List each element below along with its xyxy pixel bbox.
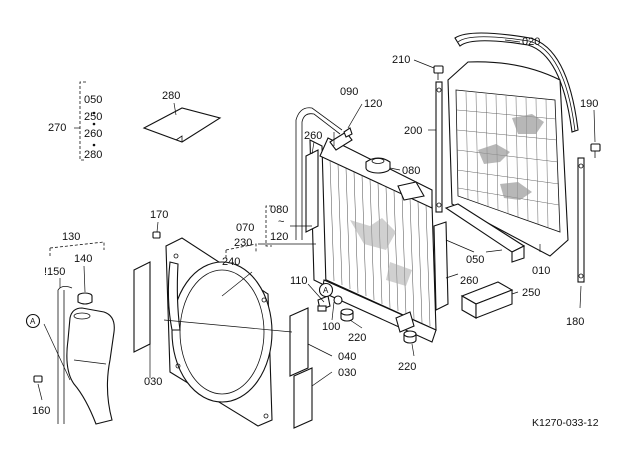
cushion-220-a — [340, 308, 354, 322]
callout-040: 040 — [338, 351, 356, 363]
screen-mesh — [456, 91, 560, 229]
callout-130: 130 — [62, 231, 80, 243]
group-bracket-080-120 — [265, 205, 272, 247]
tank-hose-150 — [57, 286, 73, 424]
callout-240: 240 — [222, 256, 240, 268]
overflow-hose-090 — [295, 107, 343, 240]
bolt-170 — [152, 231, 161, 239]
callout-260-mid: 260 — [460, 275, 478, 287]
bolt-160 — [33, 375, 43, 383]
callout-160: 160 — [32, 405, 50, 417]
shroud-frame-020 — [454, 32, 579, 133]
callout-250: 250 — [522, 287, 540, 299]
group-080-120-top: 080 — [270, 204, 288, 216]
pipe-110 — [317, 305, 327, 312]
seal-260-top — [305, 149, 319, 233]
radiator-fins — [329, 159, 431, 327]
cushion-220-b — [403, 330, 417, 344]
bottom-outlet — [395, 311, 415, 333]
group-270-member-050: 050 — [84, 94, 102, 106]
screen-010 — [447, 61, 569, 257]
label-sheet-280 — [142, 107, 222, 143]
callout-180: 180 — [566, 316, 584, 328]
callout-050: 050 — [466, 254, 484, 266]
callout-230: 230 — [234, 237, 252, 249]
bracket-200 — [435, 81, 443, 213]
callout-280: 280 — [162, 90, 180, 102]
callout-090: 090 — [340, 86, 358, 98]
group-080-120-bottom: 120 — [270, 231, 288, 243]
group-270-member-280: 280 — [84, 149, 102, 161]
bolt-210 — [433, 65, 444, 80]
connection-marker-a-left: A — [25, 313, 41, 329]
svg-text:A: A — [30, 317, 36, 326]
callout-100: 100 — [322, 321, 340, 333]
callout-080: 080 — [402, 165, 420, 177]
svg-text:A: A — [323, 286, 329, 295]
group-bracket-230 — [225, 243, 257, 258]
washer-100 — [333, 295, 343, 305]
callout-260-top: 260 — [304, 130, 322, 142]
seal-050 — [444, 203, 526, 263]
group-bracket-270 — [74, 81, 86, 161]
seal-040 — [289, 307, 309, 377]
callout-120: 120 — [364, 98, 382, 110]
callout-190: 190 — [580, 98, 598, 110]
drawing-code: K1270-033-12 — [532, 417, 599, 429]
screw-120 — [343, 127, 353, 138]
group-270-member-260: 260 — [84, 128, 102, 140]
radiator-cap-080 — [365, 157, 391, 174]
callout-220-b: 220 — [398, 361, 416, 373]
reserve-tank-130 — [66, 307, 115, 425]
group-bracket-130 — [49, 241, 105, 256]
seal-260-mid — [433, 221, 449, 311]
callout-140: 140 — [74, 253, 92, 265]
callout-010: 010 — [532, 265, 550, 277]
callout-150: !150 — [44, 266, 65, 278]
callout-030-left: 030 — [144, 376, 162, 388]
callout-170: 170 — [150, 209, 168, 221]
callout-030-right: 030 — [338, 367, 356, 379]
seal-030-right — [293, 367, 313, 429]
callout-020: 020 — [522, 36, 540, 48]
callout-070: 070 — [236, 222, 254, 234]
callout-220-a: 220 — [348, 332, 366, 344]
group-080-120-tilde: ~ — [278, 216, 284, 228]
group-270-member-250: 250 — [84, 111, 102, 123]
bolt-190 — [590, 143, 601, 158]
callout-110: 110 — [290, 275, 308, 287]
fan-shroud-240 — [165, 237, 273, 427]
seal-030-left — [133, 261, 151, 353]
callout-200: 200 — [404, 125, 422, 137]
group-270-separators — [92, 111, 96, 147]
callout-210: 210 — [392, 54, 410, 66]
bracket-180 — [577, 157, 585, 283]
seal-250 — [460, 281, 514, 319]
connection-marker-a-center: A — [318, 282, 334, 298]
tank-cap-140 — [77, 292, 93, 305]
group-270-label: 270 — [48, 122, 66, 134]
